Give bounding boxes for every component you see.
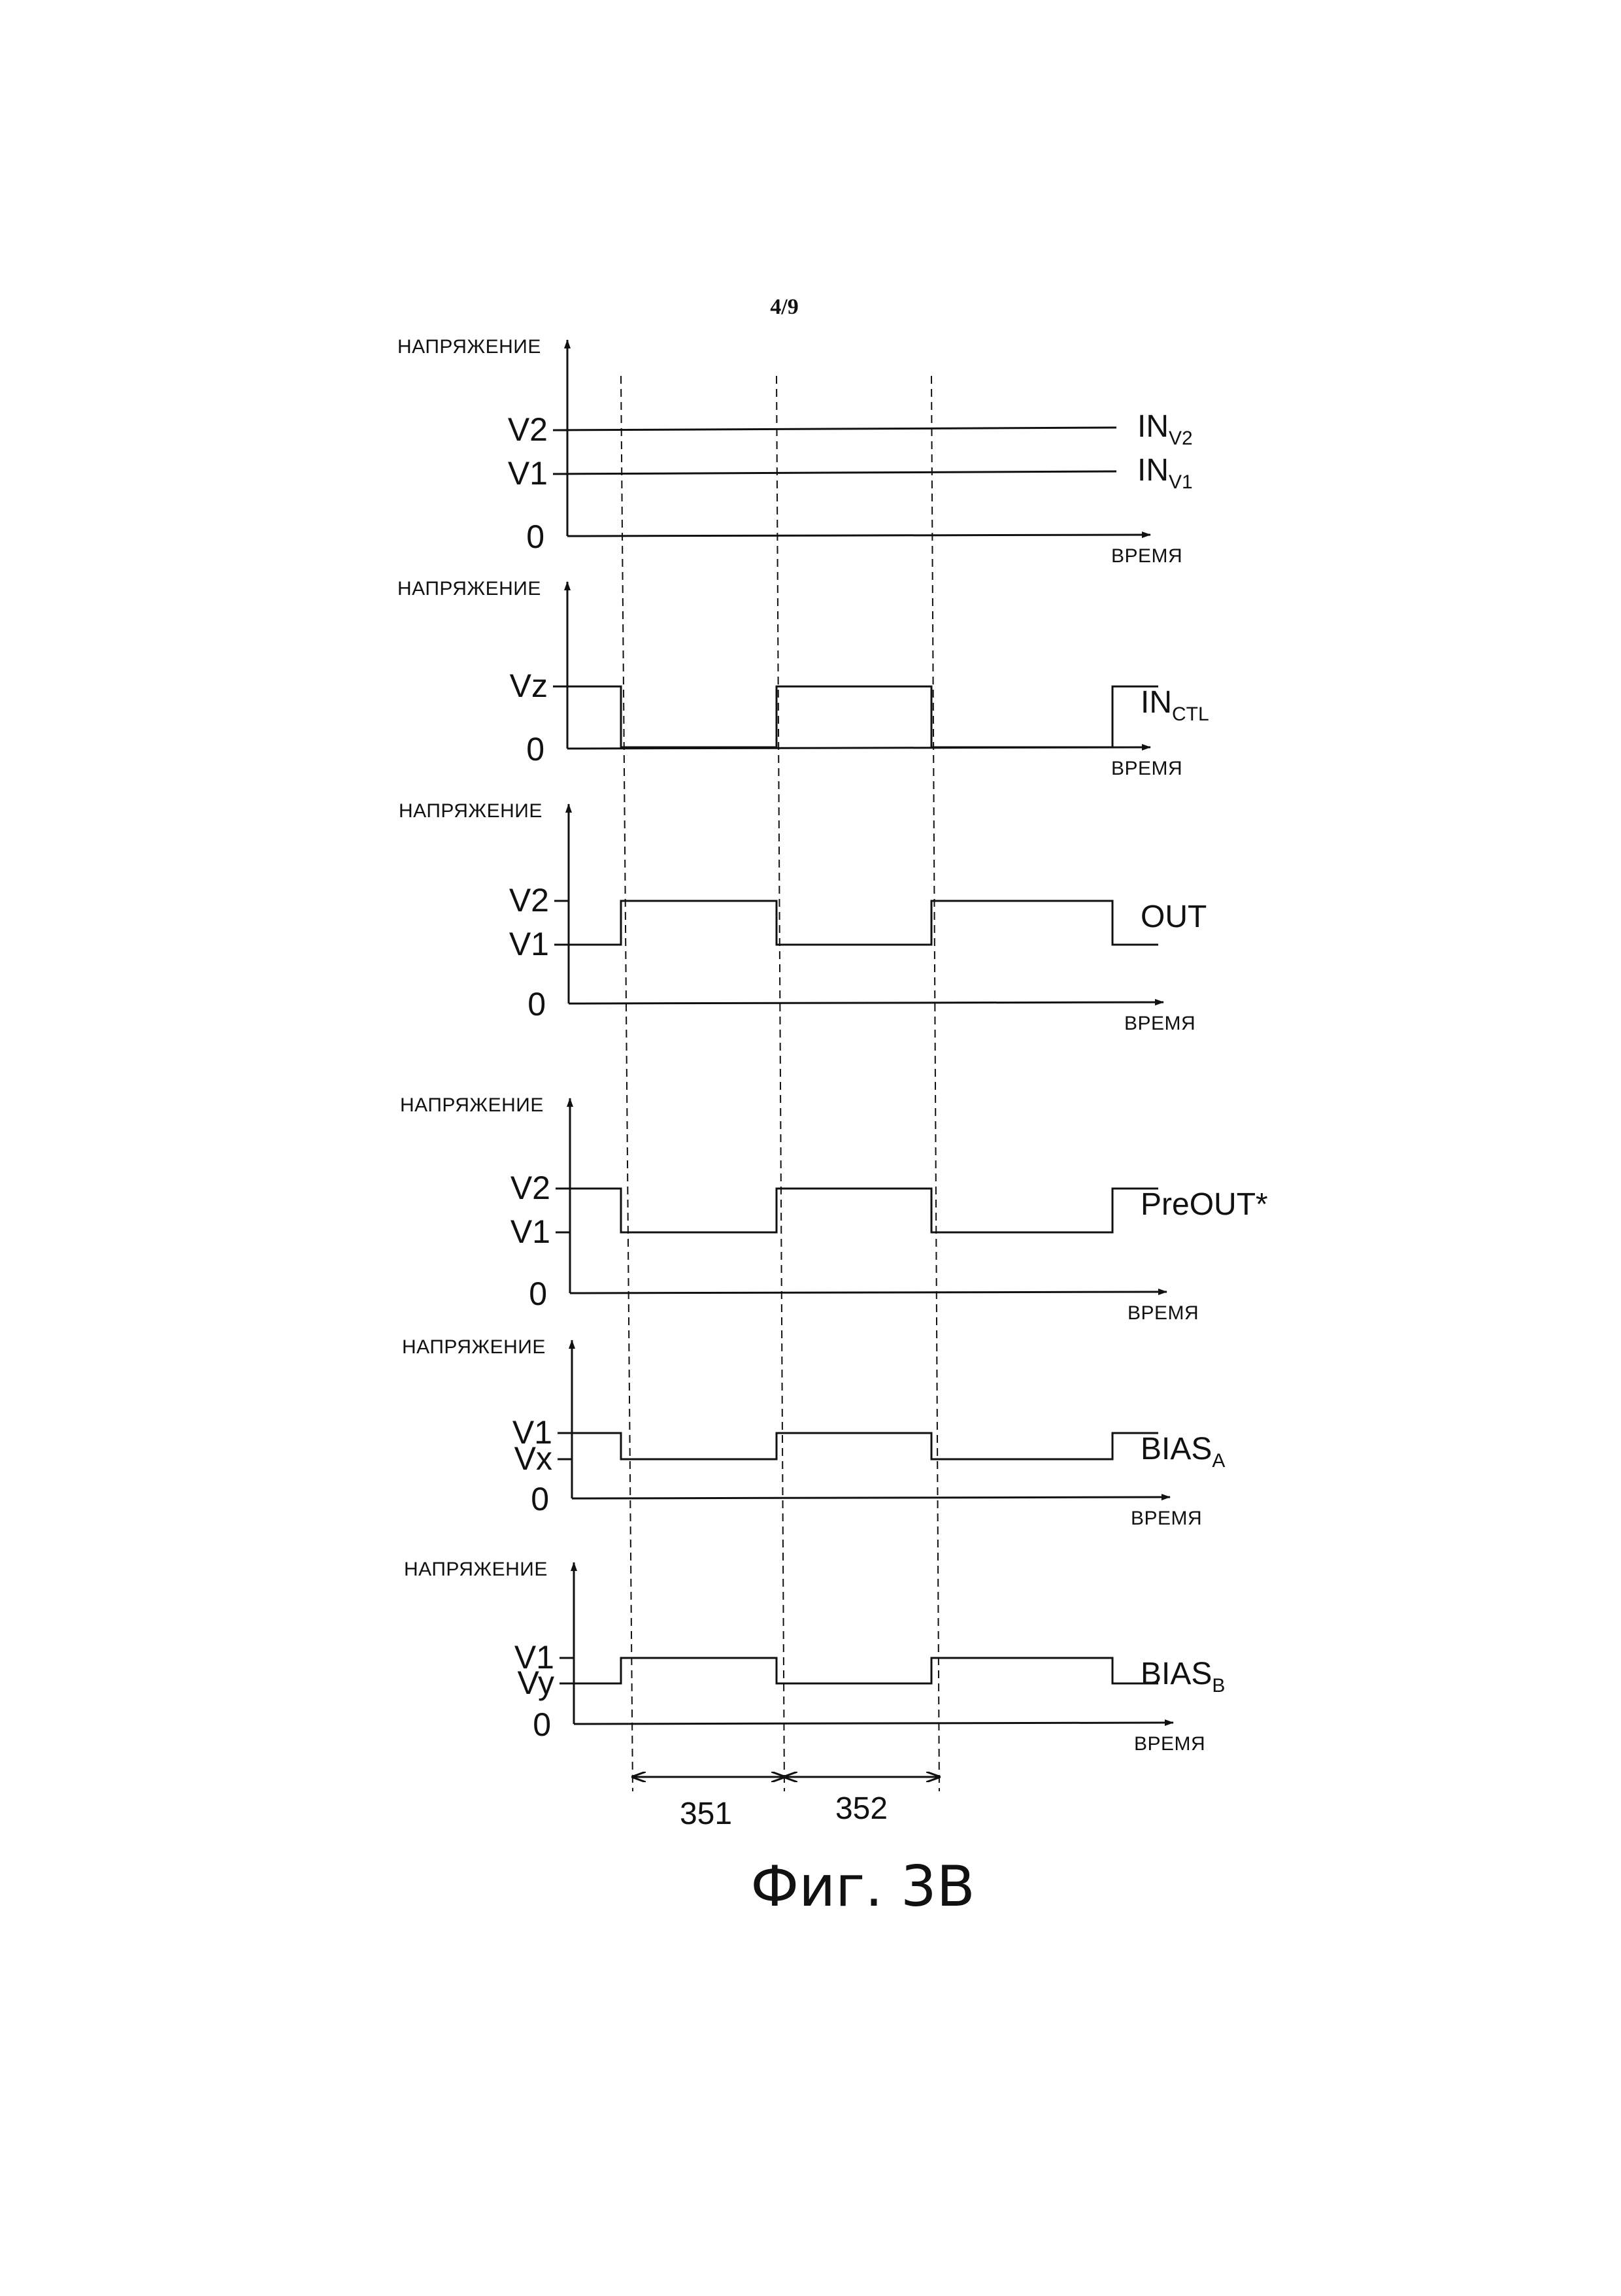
signal-group: BIASA [572,1432,1225,1472]
signal-trace [569,900,1158,946]
signal-group: BIASB [574,1657,1225,1697]
y-axis-label: НАПРЯЖЕНИЕ [400,1094,544,1116]
figure-caption: Фиг. 3В [750,1854,975,1919]
x-axis [573,1719,1174,1727]
page-number: 4/9 [770,295,798,319]
signal-label: BIASB [1141,1657,1225,1697]
x-axis [568,999,1164,1006]
time-boundaries [620,375,940,1792]
signal-trace [552,426,1117,431]
zero-label: 0 [529,1275,547,1312]
level-label: V1 [509,926,549,962]
y-axis-label: НАПРЯЖЕНИЕ [397,336,541,358]
level-label: Vy [518,1664,555,1701]
level-label: V2 [510,1170,550,1206]
signal-group: INCTL [567,685,1209,749]
zero-label: 0 [527,986,546,1022]
zero-label: 0 [526,731,544,768]
x-axis-label: ВРЕМЯ [1111,545,1182,567]
level-label: V1 [508,455,548,492]
signal-label: INCTL [1141,685,1209,725]
signal-label: BIASA [1141,1432,1225,1472]
panel-control: НАПРЯЖЕНИЕ ВРЕМЯ 0 Vz INCTL [397,578,1209,779]
signal-label: INV1 [1137,453,1193,493]
level-label: Vx [514,1440,552,1477]
x-axis-label: ВРЕМЯ [1131,1508,1202,1529]
level-label: Vz [510,667,548,704]
x-axis [571,1494,1171,1501]
zero-label: 0 [526,518,544,555]
signal-label: PreOUT* [1141,1187,1268,1222]
y-axis-label: НАПРЯЖЕНИЕ [399,800,543,822]
dashed-boundary [620,375,633,1792]
x-axis-label: ВРЕМЯ [1111,758,1182,779]
signal-trace [567,685,1158,749]
x-axis-label: ВРЕМЯ [1128,1302,1199,1324]
signal-group: OUT [569,900,1207,946]
interval-352-label: 352 [835,1791,888,1826]
level-label: V1 [514,1639,554,1676]
interval-351-label: 351 [680,1797,732,1831]
zero-label: 0 [533,1706,551,1743]
level-label: V1 [512,1414,552,1451]
level-label: V2 [508,411,548,448]
signal-label: INV2 [1137,409,1193,449]
level-label: V2 [509,882,549,919]
signal-trace [570,1187,1158,1234]
level-label: V1 [510,1213,550,1250]
dashed-boundary [776,375,785,1792]
signal-trace [572,1432,1158,1460]
signal-trace [552,470,1117,475]
y-axis-label: НАПРЯЖЕНИЕ [402,1336,546,1358]
x-axis [569,1289,1167,1296]
signal-label: OUT [1141,900,1207,934]
dashed-boundary [931,375,940,1792]
signal-trace [574,1657,1158,1685]
x-axis-label: ВРЕМЯ [1134,1733,1205,1755]
x-axis [567,532,1151,539]
zero-label: 0 [531,1481,549,1517]
y-axis-label: НАПРЯЖЕНИЕ [404,1559,548,1580]
signal-group: PreOUT* [570,1187,1268,1234]
y-axis-label: НАПРЯЖЕНИЕ [397,578,541,599]
x-axis-label: ВРЕМЯ [1124,1013,1195,1034]
